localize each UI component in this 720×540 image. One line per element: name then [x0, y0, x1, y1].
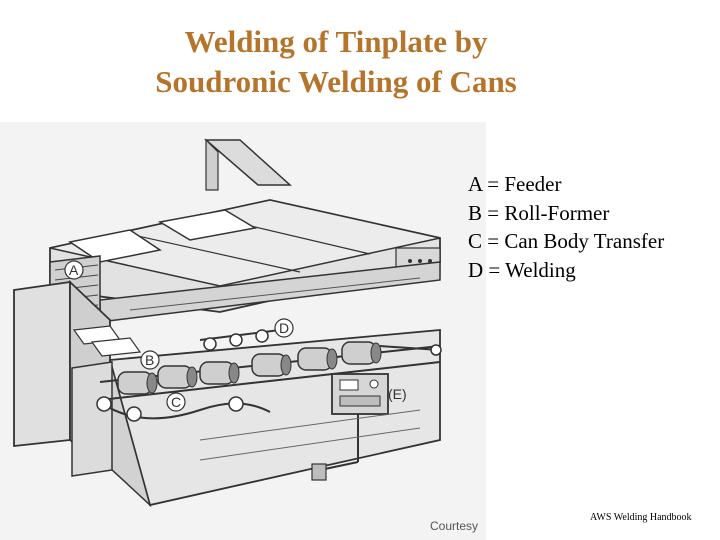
legend-item-roll-former: B = Roll-Former [468, 200, 610, 225]
label-d: D [279, 320, 289, 336]
legend-item-can-body-transfer: C = Can Body Transfer [468, 229, 665, 253]
label-e: (E) [388, 386, 407, 402]
legend-item-feeder: A = Feeder [468, 172, 562, 196]
label-c: C [171, 394, 181, 410]
welding-machine-illustration: A B C D (E) [0, 122, 486, 540]
title-line-2: Soudronic Welding of Cans [155, 64, 517, 99]
title-line-1: Welding of Tinplate by [184, 24, 488, 59]
slide-title: Welding of Tinplate by Soudronic Welding… [0, 22, 672, 102]
source-credit: AWS Welding Handbook [590, 512, 692, 523]
legend-item-welding: D = Welding [468, 257, 576, 282]
label-a: A [69, 262, 79, 278]
courtesy-note: Courtesy [430, 519, 479, 533]
label-b: B [145, 352, 154, 368]
component-legend: A = Feeder B = Roll-Former C = Can Body … [468, 170, 664, 284]
